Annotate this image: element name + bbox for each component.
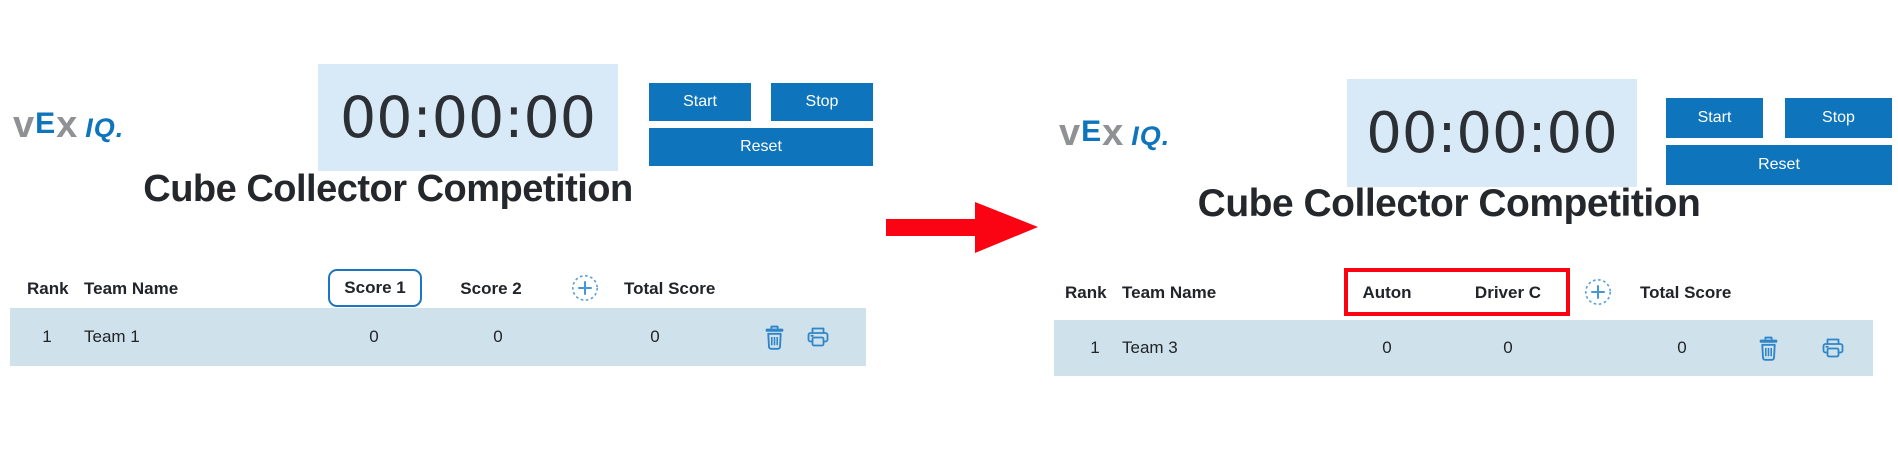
logo-iq: IQ. xyxy=(1131,121,1171,151)
team-name-column-header: Team Name xyxy=(1122,283,1217,302)
score2-column-header[interactable]: Score 2 xyxy=(460,279,522,298)
reset-button[interactable]: Reset xyxy=(1666,145,1892,185)
printer-icon xyxy=(1822,338,1844,358)
score1-cell[interactable]: 0 xyxy=(1382,338,1392,357)
start-button[interactable]: Start xyxy=(649,83,751,121)
add-column-button[interactable] xyxy=(571,274,599,302)
score1-column-header[interactable]: Auton xyxy=(1362,283,1412,302)
delete-row-button[interactable] xyxy=(1755,320,1781,376)
team-row: 1 Team 1 0 0 0 xyxy=(10,308,866,366)
logo-iq: IQ. xyxy=(85,113,125,143)
stop-button[interactable]: Stop xyxy=(1785,98,1892,138)
delete-row-button[interactable] xyxy=(761,308,787,366)
rank-cell: 1 xyxy=(1090,338,1100,357)
rank-column-header: Rank xyxy=(27,279,69,298)
timer-display: 00:00:00 xyxy=(318,64,618,171)
logo-letter-v: v xyxy=(1059,112,1081,154)
logo-letter-x: x xyxy=(56,104,78,146)
logo-letter-v: v xyxy=(13,104,35,146)
reset-button[interactable]: Reset xyxy=(649,128,873,166)
print-row-button[interactable] xyxy=(805,308,831,366)
team-name-cell[interactable]: Team 3 xyxy=(1122,338,1178,357)
print-row-button[interactable] xyxy=(1820,320,1846,376)
total-score-cell: 0 xyxy=(650,327,660,346)
printer-icon xyxy=(807,327,829,347)
stop-button[interactable]: Stop xyxy=(771,83,873,121)
transition-arrow xyxy=(886,202,1038,253)
competition-title: Cube Collector Competition xyxy=(143,168,633,210)
plus-circle-icon xyxy=(572,275,598,301)
rank-cell: 1 xyxy=(42,327,52,346)
logo-letter-e: E xyxy=(1081,115,1102,148)
start-button[interactable]: Start xyxy=(1666,98,1763,138)
logo-letter-x: x xyxy=(1102,112,1124,154)
rank-column-header: Rank xyxy=(1065,283,1107,302)
score2-cell[interactable]: 0 xyxy=(493,327,503,346)
score1-cell[interactable]: 0 xyxy=(369,327,379,346)
logo-letter-e: E xyxy=(35,107,56,140)
add-column-button[interactable] xyxy=(1584,278,1612,306)
score2-cell[interactable]: 0 xyxy=(1503,338,1513,357)
plus-circle-icon xyxy=(1585,279,1611,305)
trash-icon xyxy=(1759,336,1777,361)
score1-column-input[interactable]: Score 1 xyxy=(328,269,422,307)
total-score-column-header: Total Score xyxy=(624,279,716,298)
team-name-cell[interactable]: Team 1 xyxy=(84,327,140,346)
trash-icon xyxy=(765,325,783,350)
score2-column-header[interactable]: Driver C xyxy=(1474,283,1542,302)
team-row: 1 Team 3 0 0 0 xyxy=(1054,320,1873,376)
total-score-column-header: Total Score xyxy=(1640,283,1732,302)
total-score-cell: 0 xyxy=(1677,338,1687,357)
timer-display: 00:00:00 xyxy=(1347,79,1637,187)
team-name-column-header: Team Name xyxy=(84,279,179,298)
competition-title: Cube Collector Competition xyxy=(1197,182,1701,225)
renamed-columns-highlight-box xyxy=(1344,268,1570,316)
